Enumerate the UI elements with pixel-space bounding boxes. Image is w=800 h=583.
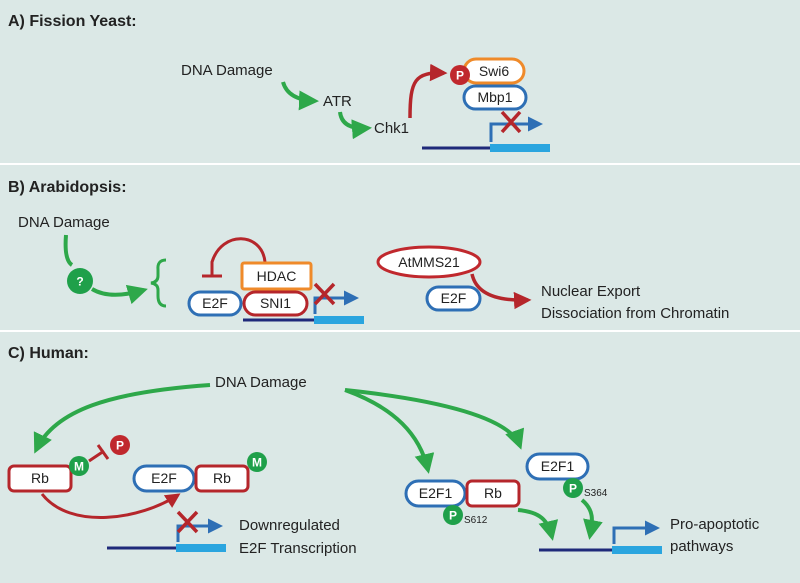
mbp1-box bbox=[462, 84, 528, 111]
panel-c-dna-damage-label: DNA Damage bbox=[215, 374, 307, 391]
arrow-e2f1-to-gene bbox=[580, 498, 603, 540]
repression-cross-a bbox=[500, 110, 522, 134]
sni1-box bbox=[242, 290, 309, 317]
hdac-label: HDAC bbox=[257, 268, 297, 284]
question-label: ? bbox=[76, 275, 83, 289]
curly-brace bbox=[150, 258, 167, 308]
panel-c: C) Human: DNA Damage Rb M P E2F Rb M Dow… bbox=[0, 332, 800, 583]
phospho-circle-blocked bbox=[110, 435, 130, 455]
panel-c-title: C) Human: bbox=[8, 345, 89, 362]
phospho-circle-swi6 bbox=[450, 65, 470, 85]
phospho-circle-s612 bbox=[443, 505, 463, 525]
e2f-box-c-mid bbox=[132, 464, 196, 493]
panel-a-chk1-label: Chk1 bbox=[374, 120, 409, 137]
panel-b: B) Arabidopsis: DNA Damage ? HDAC E2F SN… bbox=[0, 165, 800, 330]
arrow-chk1-to-swi6 bbox=[408, 63, 448, 119]
atmms21-label: AtMMS21 bbox=[398, 254, 460, 270]
atmms21-oval bbox=[376, 245, 482, 279]
arrow-dna-damage-to-rb bbox=[33, 383, 211, 454]
e2f-box-b-right bbox=[425, 285, 482, 312]
tss-arrow-b bbox=[313, 290, 359, 314]
panel-a: A) Fission Yeast: DNA Damage ATR Chk1 Sw… bbox=[0, 0, 800, 163]
phospho-label-swi6: P bbox=[456, 69, 464, 83]
rb-label-left: Rb bbox=[31, 470, 49, 486]
phospho-inhibition-line bbox=[88, 449, 105, 463]
gene-bar-c-left bbox=[176, 544, 226, 552]
arrow-atr-to-chk1 bbox=[338, 111, 372, 140]
arrow-question-to-complex bbox=[90, 284, 148, 305]
e2f-transcription-label: E2F Transcription bbox=[239, 540, 357, 557]
tss-arrow-a bbox=[489, 116, 543, 142]
methyl-label-mid: M bbox=[252, 456, 262, 470]
arrow-dna-damage-to-e2f1 bbox=[344, 388, 524, 450]
mbp1-label: Mbp1 bbox=[477, 89, 512, 105]
rb-label-right: Rb bbox=[484, 485, 502, 501]
arrow-rb-to-e2f-rb bbox=[40, 493, 181, 519]
methyl-circle-left bbox=[69, 456, 89, 476]
repression-cross-b bbox=[313, 282, 336, 306]
panel-a-title: A) Fission Yeast: bbox=[8, 13, 137, 30]
e2f1-label-c-left: E2F1 bbox=[419, 485, 453, 501]
panel-c-background bbox=[0, 332, 800, 583]
arrow-dna-damage-to-atr bbox=[281, 81, 319, 111]
hdac-box bbox=[240, 261, 313, 291]
phospho-inhibition-bar bbox=[96, 444, 110, 460]
tss-arrow-c-right bbox=[612, 520, 660, 544]
phospho-label-s612: P bbox=[449, 509, 457, 523]
rb-box-right bbox=[465, 479, 521, 508]
gene-bar-c-right bbox=[612, 546, 662, 554]
panel-a-dna-damage-label: DNA Damage bbox=[181, 62, 273, 79]
nuclear-export-label: Nuclear Export bbox=[541, 283, 641, 300]
rb-box-left bbox=[7, 464, 73, 493]
repression-cross-c bbox=[176, 510, 199, 534]
e2f-label-c-mid: E2F bbox=[151, 470, 177, 486]
methyl-label-left: M bbox=[74, 460, 84, 474]
arrow-atmms21-to-export bbox=[470, 273, 532, 310]
s364-label: S364 bbox=[584, 488, 608, 499]
e2f1-box-c-left bbox=[404, 479, 467, 508]
panel-a-atr-label: ATR bbox=[323, 93, 352, 110]
e2f1-label-c-top: E2F1 bbox=[541, 458, 575, 474]
downregulated-label: Downregulated bbox=[239, 517, 340, 534]
phospho-circle-s364 bbox=[563, 478, 583, 498]
e2f-box-b-left bbox=[187, 290, 243, 317]
arrow-dna-damage-to-question bbox=[63, 234, 74, 267]
rb-label-mid: Rb bbox=[213, 470, 231, 486]
hdac-inhibition-arc bbox=[210, 237, 267, 276]
phospho-label-s364: P bbox=[569, 482, 577, 496]
question-circle bbox=[67, 268, 93, 294]
e2f-label-b-left: E2F bbox=[202, 295, 228, 311]
s612-label: S612 bbox=[464, 515, 488, 526]
e2f-label-b-right: E2F bbox=[441, 290, 467, 306]
pro-apoptotic-label: Pro-apoptotic bbox=[670, 516, 760, 533]
sni1-label: SNI1 bbox=[260, 295, 291, 311]
e2f1-box-c-top bbox=[525, 452, 590, 481]
swi6-label: Swi6 bbox=[479, 63, 510, 79]
pathways-label: pathways bbox=[670, 538, 733, 555]
tss-arrow-c-left bbox=[176, 518, 223, 542]
panel-a-background bbox=[0, 0, 800, 163]
methyl-circle-mid bbox=[247, 452, 267, 472]
panel-b-title: B) Arabidopsis: bbox=[8, 179, 127, 196]
phospho-label-blocked: P bbox=[116, 439, 124, 453]
dissociation-label: Dissociation from Chromatin bbox=[541, 305, 729, 322]
arrow-e2f1-rb-to-gene bbox=[517, 508, 559, 541]
gene-bar-b bbox=[314, 316, 364, 324]
gene-bar-a bbox=[490, 144, 550, 152]
arrow-dna-damage-to-e2f1-rb bbox=[344, 388, 435, 474]
rb-box-mid bbox=[194, 464, 250, 493]
panel-b-dna-damage-label: DNA Damage bbox=[18, 214, 110, 231]
